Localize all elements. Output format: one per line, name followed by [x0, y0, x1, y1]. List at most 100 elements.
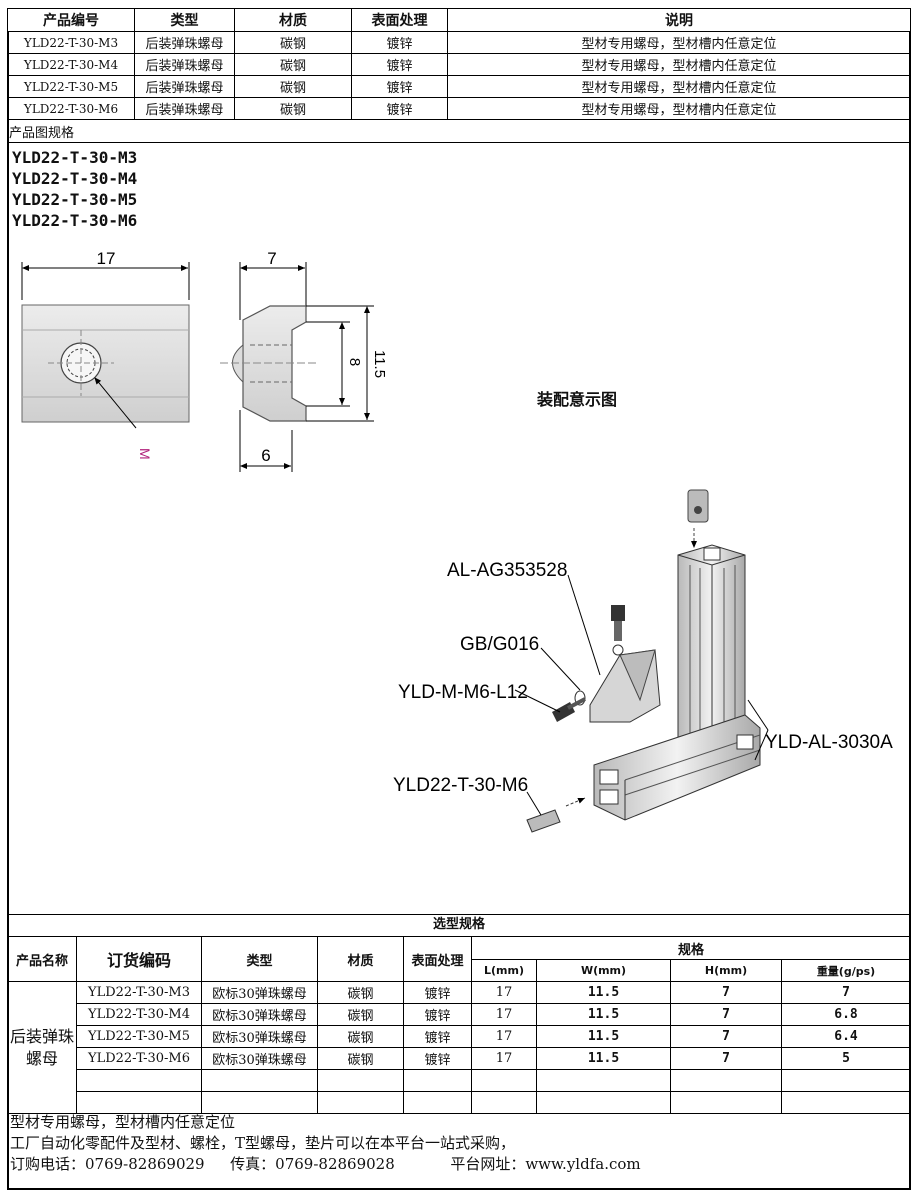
header-spec: 规格 [471, 936, 911, 960]
cell-h: 7 [670, 1025, 782, 1048]
cell-material: 碳钢 [317, 1025, 404, 1048]
model-item: YLD22-T-30-M6 [12, 211, 138, 230]
cell-surface: 镀锌 [351, 97, 448, 120]
header-material: 材质 [234, 8, 352, 32]
header-product-name: 产品名称 [7, 936, 77, 982]
header-weight: 重量(g/ps) [781, 959, 911, 982]
header-description: 说明 [447, 8, 911, 32]
cell-code: YLD22-T-30-M6 [7, 97, 135, 120]
footer-fax: 传真：0769-82869028 [230, 1155, 395, 1173]
cell-surface: 镀锌 [403, 1003, 472, 1026]
cell-h: 7 [670, 981, 782, 1004]
header-code: 产品编号 [7, 8, 135, 32]
dim-height-label: 11.5 [371, 350, 388, 378]
header-type: 类型 [201, 936, 318, 982]
cell-code: YLD22-T-30-M5 [7, 75, 135, 98]
cell-code: YLD22-T-30-M5 [76, 1025, 202, 1048]
callout-nut: YLD22-T-30-M6 [393, 775, 528, 796]
cell-l: 17 [471, 1025, 537, 1048]
cell-description: 型材专用螺母，型材槽内任意定位 [447, 97, 911, 120]
cell-l: 17 [471, 1047, 537, 1070]
table-row: YLD22-T-30-M4 欧标30弹珠螺母 碳钢 镀锌 17 11.5 7 6… [8, 1003, 911, 1026]
table-row: YLD22-T-30-M5 后装弹珠螺母 碳钢 镀锌 型材专用螺母，型材槽内任意… [7, 75, 911, 98]
cell-weight: 6.8 [781, 1003, 911, 1026]
model-item: YLD22-T-30-M3 [12, 148, 138, 167]
table-row: YLD22-T-30-M4 后装弹珠螺母 碳钢 镀锌 型材专用螺母，型材槽内任意… [7, 53, 911, 76]
cell-material: 碳钢 [317, 1047, 404, 1070]
selection-title: 选型规格 [432, 917, 485, 932]
cell-l: 17 [471, 981, 537, 1004]
header-surface: 表面处理 [403, 936, 472, 982]
header-w: W(mm) [536, 959, 671, 982]
cell-type: 欧标30弹珠螺母 [201, 1025, 318, 1048]
cell-code: YLD22-T-30-M6 [76, 1047, 202, 1070]
cell-surface: 镀锌 [403, 1025, 472, 1048]
side-view: 7 8 11.5 6 [220, 249, 388, 472]
table-row: 后装弹珠螺母 YLD22-T-30-M3 欧标30弹珠螺母 碳钢 镀锌 17 1… [7, 981, 911, 1114]
header-surface: 表面处理 [351, 8, 448, 32]
cell-weight: 6.4 [781, 1025, 911, 1048]
table-row: YLD22-T-30-M6 后装弹珠螺母 碳钢 镀锌 型材专用螺母，型材槽内任意… [7, 97, 911, 120]
cell-type: 欧标30弹珠螺母 [201, 981, 318, 1004]
dim-width-bottom-label: 6 [261, 446, 270, 465]
table-row: YLD22-T-30-M3 后装弹珠螺母 碳钢 镀锌 型材专用螺母，型材槽内任意… [7, 31, 911, 54]
spec-label: 产品图规格 [9, 126, 75, 141]
header-l: L(mm) [471, 959, 537, 982]
footer: 型材专用螺母，型材槽内任意定位 工厂自动化零配件及型材、螺栓，T型螺母，垫片可以… [10, 1112, 641, 1175]
cell-type: 欧标30弹珠螺母 [201, 1047, 318, 1070]
footer-line-2: 工厂自动化零配件及型材、螺栓，T型螺母，垫片可以在本平台一站式采购， [10, 1134, 516, 1152]
cell-type: 欧标30弹珠螺母 [201, 1003, 318, 1026]
cell-code: YLD22-T-30-M4 [76, 1003, 202, 1026]
callout-profile: YLD-AL-3030A [765, 732, 893, 753]
cell-w: 11.5 [536, 981, 671, 1004]
dim-length-label: 17 [97, 249, 116, 268]
front-view: 17 M [21, 249, 190, 460]
thread-label: M [137, 448, 153, 460]
cell-description: 型材专用螺母，型材槽内任意定位 [447, 75, 911, 98]
cell-w: 11.5 [536, 1025, 671, 1048]
header-order-code: 订货编码 [76, 936, 202, 982]
product-table-header: 产品编号 类型 材质 表面处理 说明 [7, 8, 911, 32]
cell-type: 后装弹珠螺母 [134, 97, 235, 120]
header-material: 材质 [317, 936, 404, 982]
cell-l: 17 [471, 1003, 537, 1026]
dim-inner-label: 8 [346, 358, 363, 366]
callout-screw: YLD-M-M6-L12 [398, 682, 528, 703]
divider [7, 914, 911, 915]
cell-code: YLD22-T-30-M3 [7, 31, 135, 54]
footer-contact: 订购电话：0769-82869029 传真：0769-82869028 平台网址… [10, 1154, 641, 1175]
cell-w: 11.5 [536, 1003, 671, 1026]
footer-site: 平台网址：www.yldfa.com [450, 1155, 641, 1173]
assembly-title: 装配意示图 [537, 390, 618, 409]
table-row: YLD22-T-30-M5 欧标30弹珠螺母 碳钢 镀锌 17 11.5 7 6… [8, 1025, 911, 1048]
cell-h: 7 [670, 1003, 782, 1026]
product-table: 产品编号 类型 材质 表面处理 说明 YLD22-T-30-M3 后装弹珠螺母 … [7, 8, 911, 120]
cell-w: 11.5 [536, 1047, 671, 1070]
assembly-illustration: AL-AG353528 GB/G016 YLD-M-M6-L12 YLD-AL-… [393, 489, 893, 833]
table-row-empty [8, 1069, 911, 1092]
cell-surface: 镀锌 [351, 75, 448, 98]
cell-material: 碳钢 [317, 981, 404, 1004]
footer-line-1: 型材专用螺母，型材槽内任意定位 [10, 1113, 236, 1131]
product-name-cell: 后装弹珠螺母 [7, 981, 77, 1114]
cell-code: YLD22-T-30-M3 [76, 981, 202, 1004]
table-row: YLD22-T-30-M6 欧标30弹珠螺母 碳钢 镀锌 17 11.5 7 5 [8, 1047, 911, 1070]
technical-drawing: 17 M 7 8 11.5 6 [21, 249, 893, 833]
model-item: YLD22-T-30-M5 [12, 190, 138, 209]
cell-weight: 7 [781, 981, 911, 1004]
selection-table: 产品名称 订货编码 类型 材质 表面处理 规格 L(mm) W(mm) H(mm… [7, 936, 911, 1114]
cell-weight: 5 [781, 1047, 911, 1070]
cell-surface: 镀锌 [403, 1047, 472, 1070]
divider [7, 142, 911, 143]
model-item: YLD22-T-30-M4 [12, 169, 138, 188]
table-row-empty [8, 1091, 911, 1114]
cell-h: 7 [670, 1047, 782, 1070]
callout-bracket: AL-AG353528 [447, 560, 567, 581]
footer-phone: 订购电话：0769-82869029 [10, 1155, 205, 1173]
cell-surface: 镀锌 [403, 981, 472, 1004]
dim-width-top-label: 7 [267, 249, 276, 268]
model-list: YLD22-T-30-M3 YLD22-T-30-M4 YLD22-T-30-M… [12, 147, 137, 231]
callout-washer: GB/G016 [460, 634, 539, 655]
header-h: H(mm) [670, 959, 782, 982]
cell-material: 碳钢 [317, 1003, 404, 1026]
